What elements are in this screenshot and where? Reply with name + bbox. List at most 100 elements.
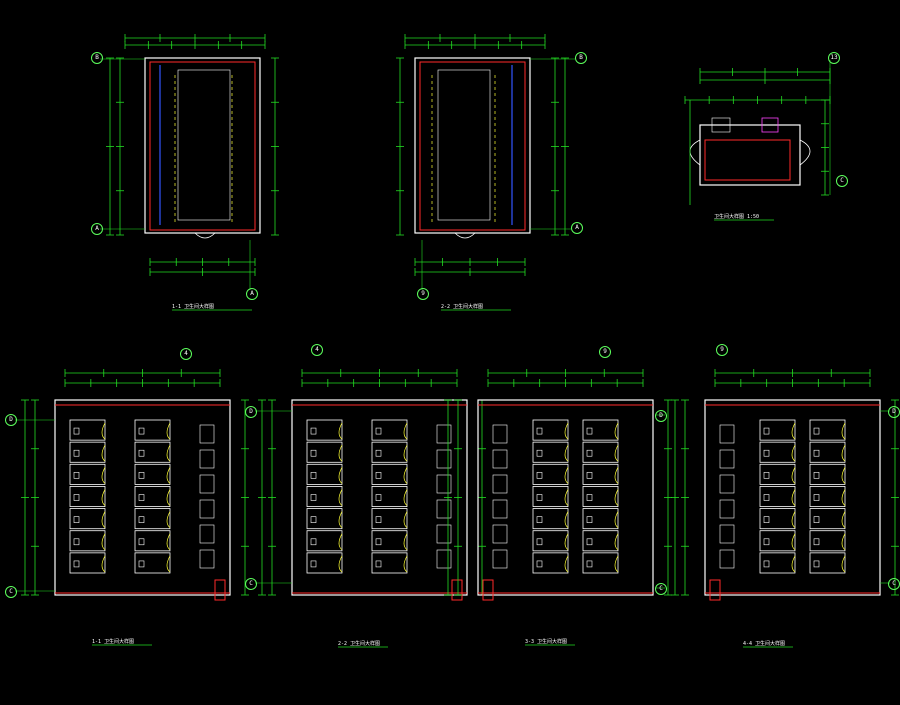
stall-door-swing: [166, 511, 171, 528]
stall-door-swing: [101, 555, 106, 573]
partition-box: [719, 424, 735, 444]
partition-box: [719, 524, 735, 544]
stall-door-swing: [841, 489, 846, 506]
stall-door-swing: [403, 489, 408, 506]
drawing-caption: 3-3 卫生间大样图: [525, 639, 568, 645]
toilet-fixture: [310, 538, 317, 546]
stall-door-swing: [841, 533, 846, 551]
toilet-fixture: [763, 538, 770, 546]
stall-door-swing: [403, 555, 408, 573]
partition-box: [719, 474, 735, 494]
partition-box: [492, 524, 508, 544]
stall-door-swing: [101, 444, 106, 462]
stall-door-swing: [101, 467, 106, 484]
toilet-fixture: [310, 427, 317, 435]
axis-bubble: 9: [599, 346, 611, 358]
stall-door-swing: [166, 555, 171, 573]
plan-4-stall: [69, 441, 106, 463]
partition-box: [199, 524, 215, 544]
plan-6-stall: [582, 486, 619, 507]
toilet-fixture: [138, 538, 145, 546]
toilet-fixture: [375, 516, 382, 523]
plan-1-outline: [144, 57, 261, 234]
toilet-fixture: [586, 449, 593, 457]
toilet-fixture: [586, 427, 593, 435]
toilet-fixture: [73, 560, 80, 568]
toilet-fixture: [813, 560, 820, 568]
stall-door-swing: [403, 422, 408, 440]
plan-3-red-outline: [704, 139, 791, 181]
plan-6-stall: [582, 441, 619, 463]
stall-door-swing: [614, 533, 619, 551]
plan-7-stall: [759, 552, 796, 574]
stall-door-swing: [564, 555, 569, 573]
plan-5-stall: [306, 552, 343, 574]
axis-bubble: B: [575, 52, 587, 64]
toilet-fixture: [73, 516, 80, 523]
plan-5-stall: [371, 508, 408, 530]
toilet-fixture: [586, 560, 593, 568]
toilet-fixture: [375, 472, 382, 479]
plan-6-stall: [582, 463, 619, 485]
axis-bubble: C: [888, 578, 900, 590]
toilet-fixture: [73, 538, 80, 546]
plan-7-stall: [809, 463, 846, 485]
plan-7-stall: [809, 419, 846, 441]
toilet-fixture: [763, 472, 770, 479]
partition-box: [492, 499, 508, 519]
axis-bubble: D: [655, 410, 667, 422]
axis-bubble: A: [571, 222, 583, 234]
toilet-fixture: [536, 560, 543, 568]
toilet-fixture: [536, 449, 543, 457]
toilet-fixture: [813, 494, 820, 501]
toilet-fixture: [73, 494, 80, 501]
stall-door-swing: [166, 467, 171, 484]
plan-5-stall: [306, 419, 343, 441]
plan-7-stall: [809, 508, 846, 530]
toilet-fixture: [375, 538, 382, 546]
stall-door-swing: [338, 533, 343, 551]
stall-door-swing: [403, 467, 408, 484]
stall-door-swing: [564, 511, 569, 528]
plan-7-stall: [809, 530, 846, 552]
column: [482, 579, 494, 601]
plan-6-stall: [532, 508, 569, 530]
stall-door-swing: [791, 511, 796, 528]
toilet-fixture: [813, 516, 820, 523]
toilet-fixture: [73, 472, 80, 479]
stall-door-swing: [614, 444, 619, 462]
plan-3-outline: [699, 124, 801, 186]
toilet-fixture: [310, 472, 317, 479]
drawing-caption: 1-1 卫生间大样图: [172, 304, 215, 310]
toilet-fixture: [586, 494, 593, 501]
plan-2-outline: [414, 57, 531, 234]
partition-box: [199, 424, 215, 444]
plan-4-stall: [69, 486, 106, 507]
toilet-fixture: [586, 472, 593, 479]
plan-5-stall: [371, 463, 408, 485]
toilet-fixture: [138, 560, 145, 568]
plan-2-room: [437, 69, 491, 221]
plan-5-stall: [306, 530, 343, 552]
plan-5-stall: [306, 441, 343, 463]
toilet-fixture: [375, 427, 382, 435]
column: [214, 579, 226, 601]
toilet-fixture: [375, 449, 382, 457]
plan-6-stall: [532, 486, 569, 507]
axis-bubble: 9: [417, 288, 429, 300]
toilet-fixture: [138, 449, 145, 457]
toilet-fixture: [586, 516, 593, 523]
door-swing: [454, 232, 476, 239]
toilet-fixture: [813, 472, 820, 479]
stall-door-swing: [338, 422, 343, 440]
stall-door-swing: [403, 533, 408, 551]
door-swing: [799, 139, 811, 166]
toilet-fixture: [536, 494, 543, 501]
stall-door-swing: [564, 444, 569, 462]
plan-7-outline: [704, 399, 881, 596]
toilet-fixture: [536, 472, 543, 479]
partition-box: [436, 449, 452, 469]
axis-bubble: B: [91, 52, 103, 64]
plan-5-stall: [371, 441, 408, 463]
